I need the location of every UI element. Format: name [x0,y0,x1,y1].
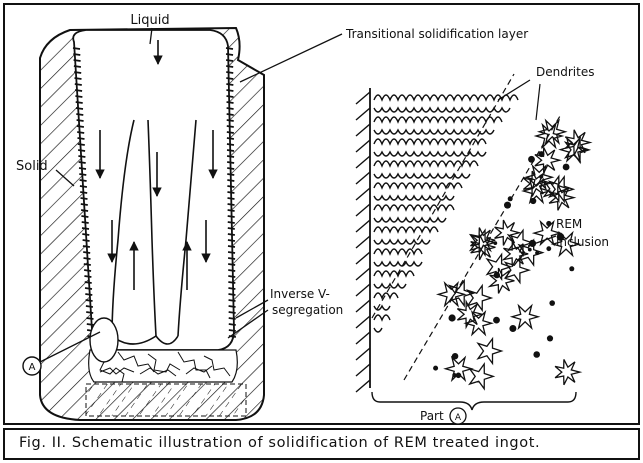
part-a-detail [356,74,590,424]
label-transitional-layer: Transitional solidification layer [345,27,528,41]
label-part: Part [420,409,444,423]
label-inverse-v-line2: segregation [272,303,343,317]
label-liquid: Liquid [130,13,169,28]
figure-caption: Fig. II. Schematic illustration of solid… [19,435,540,451]
label-solid: Solid [16,159,48,174]
label-inclusion: inclusion [556,235,609,249]
part-a-marker-label: A [455,413,462,423]
ingot [40,28,264,420]
part-a-region [90,318,118,362]
label-rem: REM [556,217,582,231]
caption-box: Fig. II. Schematic illustration of solid… [3,428,640,460]
marker-a-label: A [29,362,36,373]
label-dendrites: Dendrites [536,65,594,79]
part-a-bracket [372,392,576,410]
label-inverse-v-line1: Inverse V- [270,287,330,301]
equiaxed-dendrites [438,121,590,389]
